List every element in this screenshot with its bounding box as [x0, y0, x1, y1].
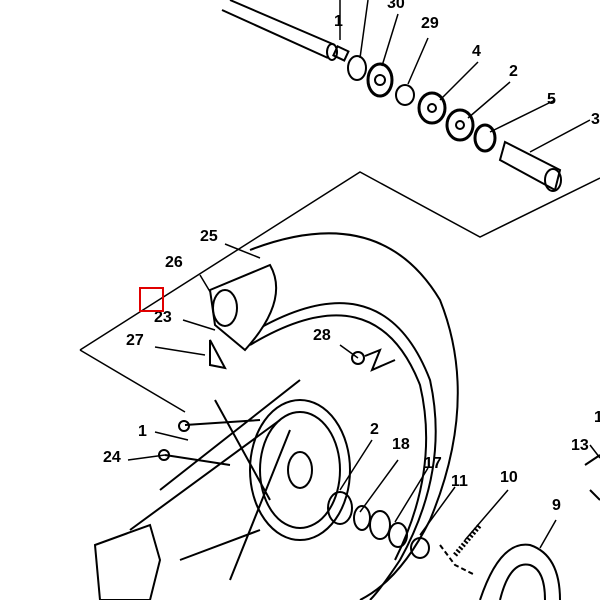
label-17: 17: [424, 455, 442, 472]
label-1: 1: [138, 423, 147, 440]
label-27: 27: [126, 332, 144, 349]
label-24: 24: [103, 449, 121, 466]
label-10: 10: [500, 469, 518, 486]
label-9: 9: [552, 497, 561, 514]
label-2: 2: [509, 63, 518, 80]
bracket-outline: [79, 171, 600, 413]
label-29: 29: [421, 15, 439, 32]
right-part: [584, 454, 600, 501]
selection-box[interactable]: [139, 287, 164, 312]
label-5: 5: [547, 91, 556, 108]
label-25: 25: [200, 228, 218, 245]
label-30: 30: [387, 0, 405, 12]
bearings-top: [347, 55, 562, 192]
label-2-lower: 2: [370, 421, 379, 438]
spring-and-shoe: [439, 523, 561, 600]
bearings-bottom: [327, 491, 430, 559]
hub-and-spokes: [129, 379, 351, 581]
label-28: 28: [313, 327, 331, 344]
tire-and-rim: [208, 232, 459, 600]
label-3: 3: [591, 111, 600, 128]
label-11: 11: [451, 473, 468, 490]
label-26: 26: [165, 254, 183, 271]
label-13: 13: [571, 437, 589, 454]
label-18: 18: [392, 436, 410, 453]
label-1-partial: 1: [334, 13, 343, 30]
label-23: 23: [154, 309, 172, 326]
leader-lines: [127, 0, 600, 549]
axle: [221, 0, 350, 62]
label-4: 4: [472, 43, 481, 60]
label-1-right-partial: 1: [594, 409, 600, 426]
brake-arm: [93, 523, 162, 600]
